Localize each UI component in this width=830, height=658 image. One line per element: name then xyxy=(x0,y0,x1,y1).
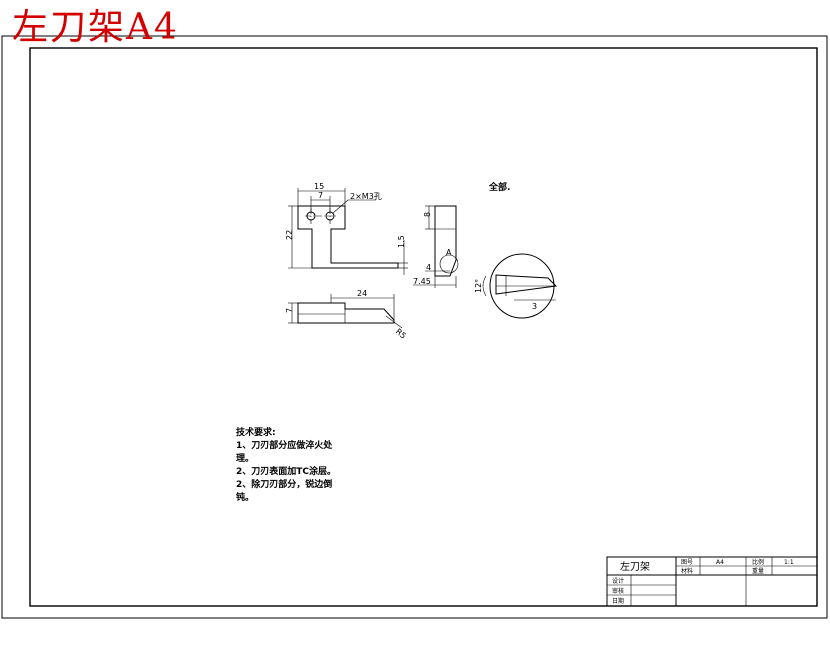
tb-label-weight: 重量 xyxy=(752,567,764,575)
dim-bottom-height: 7 xyxy=(285,308,294,313)
side-view: 8 A 4 7.45 xyxy=(413,205,459,288)
tech-heading: 技术要求: xyxy=(236,426,276,438)
section-label: 全部. xyxy=(488,181,510,193)
tech-line: 钝。 xyxy=(235,491,254,503)
dim-detail-angle: 12° xyxy=(474,279,483,293)
tech-line: 2、刀刃表面加TC涂层。 xyxy=(236,465,336,477)
tech-line: 1、刀刃部分应做淬火处 xyxy=(236,439,333,451)
tb-label-material: 材料 xyxy=(681,567,693,575)
dim-top-width: 15 xyxy=(314,182,324,191)
tb-label-scale: 比例 xyxy=(752,558,764,566)
hole-callout: 2×M3孔 xyxy=(350,192,382,201)
tb-value-scale: 1:1 xyxy=(784,559,794,566)
tb-sign-design: 设计 xyxy=(612,577,624,585)
detail-label: A xyxy=(446,248,452,257)
dim-side-height: 8 xyxy=(423,212,432,217)
detail-view: 12° 3 xyxy=(474,253,558,319)
dim-side-width: 7.45 xyxy=(413,277,431,286)
inner-frame xyxy=(29,47,818,607)
tech-line: 2、除刀刃部分，锐边倒 xyxy=(236,478,332,490)
outer-border xyxy=(1,35,828,619)
tech-line: 理。 xyxy=(236,453,254,464)
dim-bottom-radius: R5 xyxy=(394,327,408,341)
detail-marker xyxy=(439,254,459,274)
tb-sign-date: 日期 xyxy=(612,597,624,605)
bottom-view: 24 7 R5 xyxy=(285,289,408,341)
part-name: 左刀架 xyxy=(620,560,650,573)
tb-value-drawing-no: A4 xyxy=(716,559,724,566)
front-view: 15 7 2×M3孔 22 1.5 xyxy=(285,182,408,275)
dim-hole-spacing: 7 xyxy=(318,191,323,200)
dim-arm-thickness: 1.5 xyxy=(397,235,406,248)
dim-detail-length: 3 xyxy=(532,302,537,311)
dim-total-height: 22 xyxy=(285,230,294,240)
tech-requirements: 技术要求: 1、刀刃部分应做淬火处 理。 2、刀刃表面加TC涂层。 2、除刀刃部… xyxy=(235,426,336,503)
tb-sign-review: 审核 xyxy=(612,587,624,595)
dim-side-offset: 4 xyxy=(426,263,431,272)
tb-label-drawing-no: 图号 xyxy=(681,559,693,566)
drawing-title: 左刀架A4 xyxy=(12,7,179,48)
title-block: 左刀架 图号 A4 比例 1:1 材料 重量 设计 审核 日期 xyxy=(606,556,818,607)
dim-bottom-length: 24 xyxy=(357,289,367,298)
